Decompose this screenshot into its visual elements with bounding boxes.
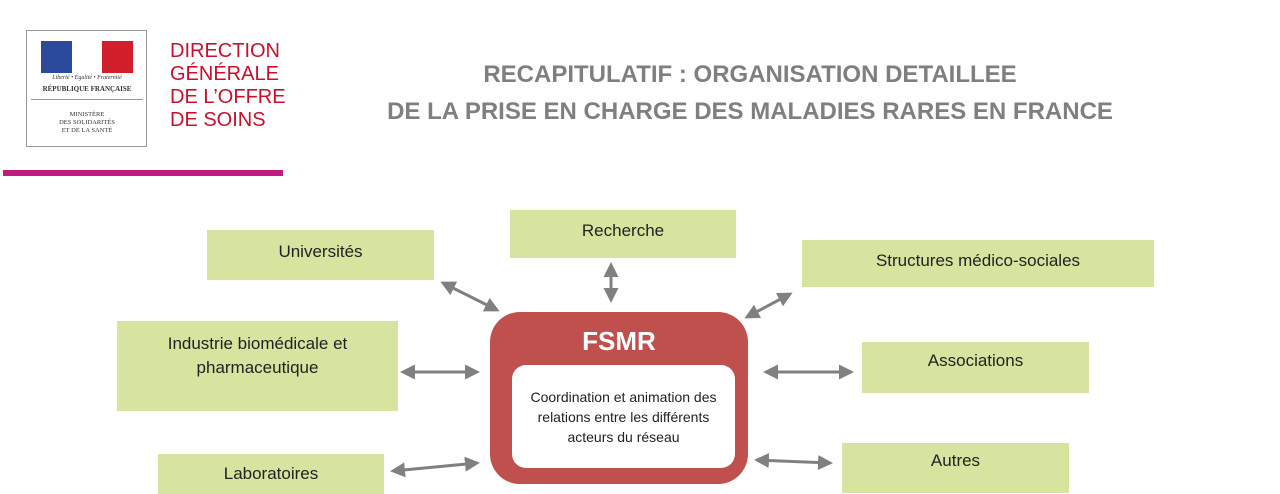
republique-francaise-logo: Liberté • Égalité • Fraternité RÉPUBLIQU… <box>26 30 147 147</box>
flag-marianne-icon <box>41 41 134 73</box>
logo-republic: RÉPUBLIQUE FRANÇAISE <box>31 85 143 100</box>
arrow-autres <box>754 452 833 471</box>
node-industrie: Industrie biomédicale et pharmaceutique <box>117 321 398 411</box>
node-recherche: Recherche <box>510 210 736 258</box>
logo-ministry: MINISTÈRE DES SOLIDARITÉS ET DE LA SANTÉ <box>31 111 143 135</box>
ministry-line: ET DE LA SANTÉ <box>61 127 113 134</box>
org-line: GÉNÉRALE <box>170 63 279 85</box>
organization-name: DIRECTION GÉNÉRALE DE L’OFFRE DE SOINS <box>170 40 286 132</box>
slide-title-line2: DE LA PRISE EN CHARGE DES MALADIES RARES… <box>387 98 1113 125</box>
arrow-universites <box>440 281 500 312</box>
fsmr-title: FSMR <box>582 326 656 356</box>
node-associations: Associations <box>862 342 1089 393</box>
node-laboratoires: Laboratoires <box>158 454 384 494</box>
arrow-laboratoires <box>390 456 480 478</box>
accent-divider <box>3 170 283 176</box>
org-line: DIRECTION <box>170 40 280 62</box>
node-autres: Autres <box>842 443 1069 493</box>
ministry-line: MINISTÈRE <box>69 111 105 118</box>
ministry-line: DES SOLIDARITÉS <box>59 119 115 126</box>
node-fsmr: FSMR Coordination et animation des relat… <box>490 312 748 484</box>
logo-motto: Liberté • Égalité • Fraternité <box>52 75 122 81</box>
org-line: DE SOINS <box>170 109 266 131</box>
node-structures-medico-sociales: Structures médico-sociales <box>802 240 1154 287</box>
slide-title-line1: RECAPITULATIF : ORGANISATION DETAILLEE <box>483 61 1017 88</box>
arrow-structures <box>744 292 793 319</box>
org-line: DE L’OFFRE <box>170 86 286 108</box>
node-universites: Universités <box>207 230 434 280</box>
fsmr-description: Coordination et animation des relations … <box>512 365 735 468</box>
